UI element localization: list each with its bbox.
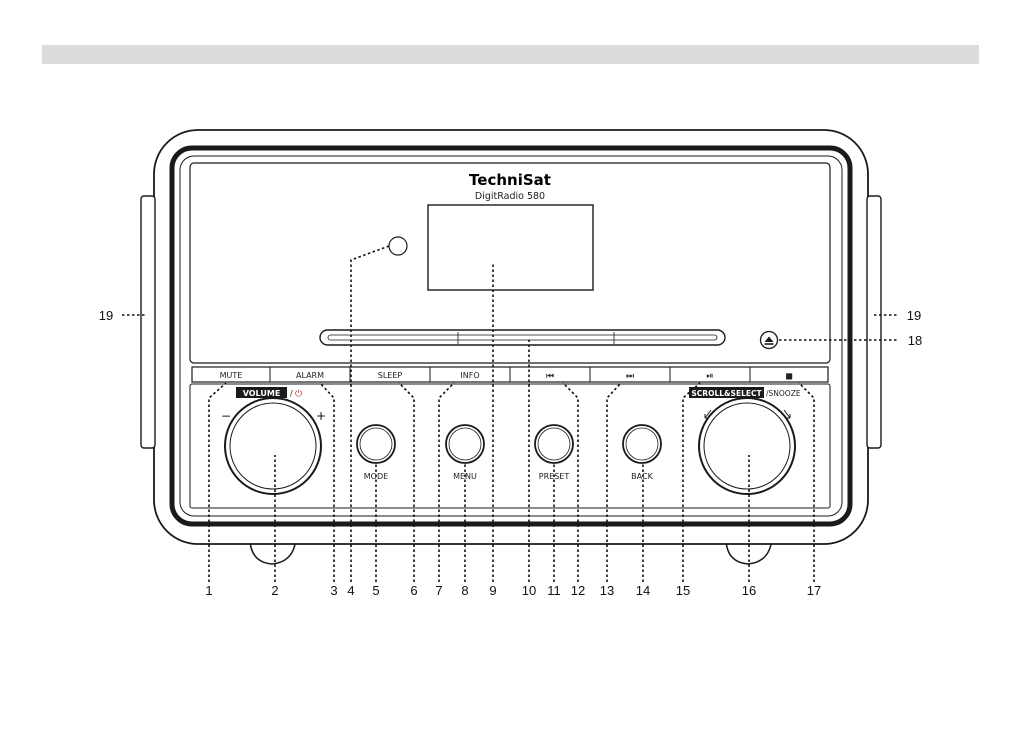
- previous-track-icon[interactable]: ⏮: [546, 372, 554, 382]
- snooze-label: /SNOOZE: [766, 389, 801, 398]
- scroll-select-label: SCROLL&SELECT: [691, 389, 762, 398]
- stop-icon[interactable]: ■: [785, 372, 793, 381]
- callout-1: 1: [205, 583, 212, 598]
- callout-5: 5: [372, 583, 379, 598]
- callout-19-left: 19: [99, 308, 113, 323]
- info-button[interactable]: INFO: [460, 371, 479, 380]
- speaker-left: [141, 196, 155, 448]
- volume-knob[interactable]: [225, 398, 321, 494]
- callout-17: 17: [807, 583, 821, 598]
- callout-15: 15: [676, 583, 690, 598]
- callout-19-right: 19: [907, 308, 921, 323]
- play-pause-icon[interactable]: ⏯: [706, 372, 713, 382]
- volume-minus-label: −: [221, 409, 231, 423]
- light-sensor: [389, 237, 407, 255]
- volume-label: VOLUME: [243, 389, 281, 398]
- callout-3: 3: [330, 583, 337, 598]
- svg-text:/: /: [290, 389, 293, 398]
- sleep-button[interactable]: SLEEP: [378, 371, 403, 380]
- speaker-right: [867, 196, 881, 448]
- callout-10: 10: [522, 583, 536, 598]
- callout-12: 12: [571, 583, 585, 598]
- brand-logo: TechniSat: [469, 171, 551, 189]
- callout-8: 8: [461, 583, 468, 598]
- power-icon: ⏻: [295, 389, 302, 400]
- callout-2: 2: [271, 583, 278, 598]
- display-screen: [428, 205, 593, 290]
- mute-button[interactable]: MUTE: [220, 371, 243, 380]
- next-track-icon[interactable]: ⏭: [626, 372, 634, 382]
- callout-16: 16: [742, 583, 756, 598]
- callout-9: 9: [489, 583, 496, 598]
- volume-plus-label: +: [316, 409, 326, 423]
- callout-6: 6: [410, 583, 417, 598]
- callout-14: 14: [636, 583, 650, 598]
- cd-slot: [320, 330, 725, 345]
- callout-4: 4: [347, 583, 354, 598]
- back-button[interactable]: [623, 425, 661, 463]
- preset-button[interactable]: [535, 425, 573, 463]
- callout-11: 11: [547, 583, 561, 598]
- scroll-select-knob[interactable]: [699, 398, 795, 494]
- callout-13: 13: [600, 583, 614, 598]
- mode-button[interactable]: [357, 425, 395, 463]
- callout-18: 18: [908, 333, 922, 348]
- alarm-button[interactable]: ALARM: [296, 371, 324, 380]
- menu-button[interactable]: [446, 425, 484, 463]
- model-name: DigitRadio 580: [475, 191, 545, 202]
- callout-7: 7: [435, 583, 442, 598]
